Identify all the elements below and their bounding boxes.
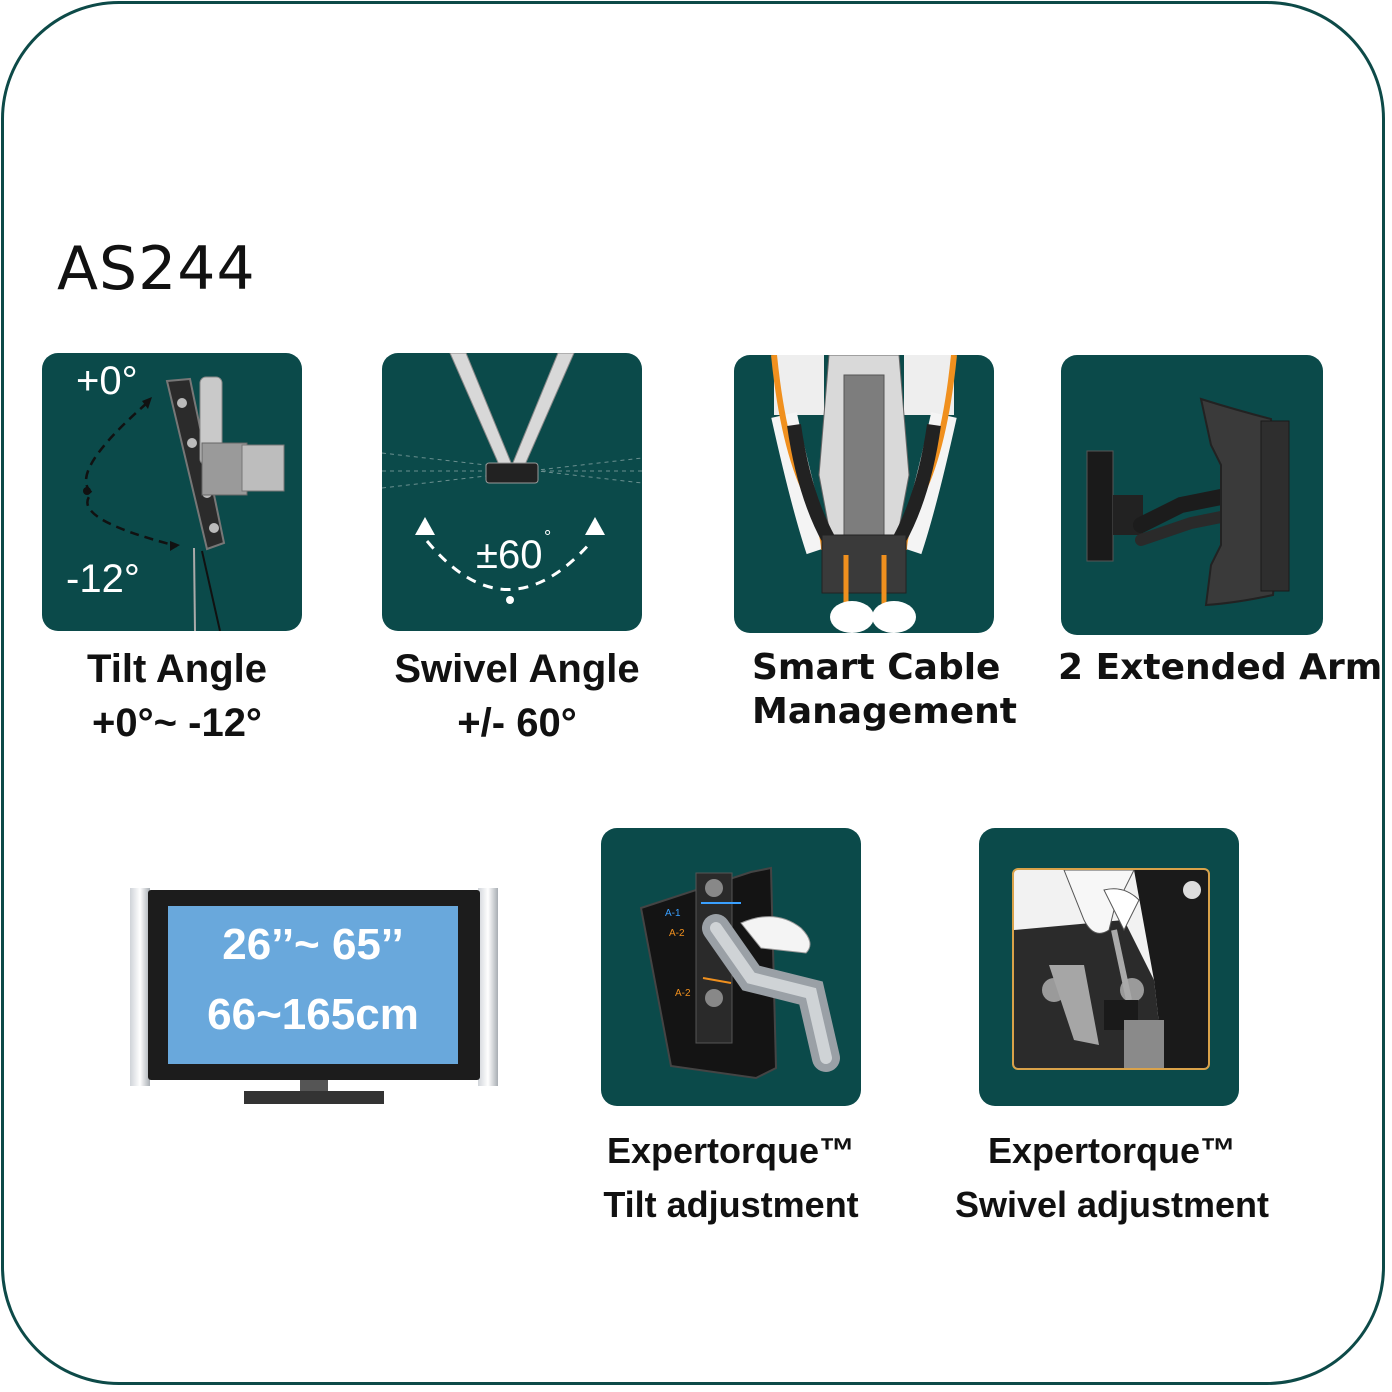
photo-frame — [1012, 868, 1210, 1070]
tilt-caption-line1: Tilt Angle — [87, 647, 267, 691]
tilt-adjustment-tile: A-1 A-2 A-2 — [601, 828, 861, 1106]
swivel-caption-line2: +/- 60° — [457, 701, 577, 745]
swivel-adjust-photo — [1014, 870, 1208, 1068]
tv-screen — [168, 906, 458, 1064]
tilt-top-angle: +0° — [76, 359, 138, 403]
arrow-right-icon — [585, 517, 605, 535]
tv-plate — [165, 377, 226, 551]
tilt-caption-line2: +0°~ -12° — [92, 701, 262, 745]
tilt-arc — [84, 402, 178, 548]
swivel-diagram — [382, 353, 642, 604]
swivel-arc — [425, 540, 594, 591]
tag-a2: A-2 — [669, 928, 685, 939]
wall-arm — [241, 444, 285, 492]
tv-icon — [130, 888, 498, 1104]
degree-mark: ° — [544, 527, 552, 547]
tilt-angle-tile: +0° -12° — [42, 353, 302, 631]
swivel-angle-tile: ±60 ° — [382, 353, 642, 631]
hand-left — [830, 601, 874, 633]
swivel-adjust-line2: Swivel adjustment — [954, 1184, 1270, 1225]
tv-stand — [244, 1091, 384, 1104]
cable-caption-line2: Management — [752, 691, 1017, 732]
hand — [740, 916, 811, 954]
tilt-angle-caption: Tilt Angle +0°~ -12° — [42, 642, 312, 750]
tag-a2-lower: A-2 — [675, 988, 691, 999]
pivot-dot — [83, 487, 91, 495]
tilt-adjust-line1: Expertorque™ — [606, 1130, 856, 1171]
hand-right — [872, 601, 916, 633]
arrow-up-icon — [142, 397, 152, 409]
swivel-adjust-caption: Expertorque™ Swivel adjustment — [934, 1124, 1290, 1232]
cable-caption-line1: Smart Cable — [752, 647, 1001, 688]
tv-illustration — [130, 888, 498, 1106]
swivel-angle-caption: Swivel Angle +/- 60° — [372, 642, 662, 750]
tilt-bottom-angle: -12° — [66, 557, 140, 601]
tilt-adjust-diagram — [639, 866, 840, 1080]
arm-diagram — [1086, 397, 1290, 607]
tv-size-inches: 26’’~ 65’’ — [222, 920, 404, 969]
mount-head — [485, 462, 539, 484]
model-number: AS244 — [57, 234, 256, 304]
cable-management-tile — [734, 355, 994, 633]
tilt-adjust-line2: Tilt adjustment — [603, 1184, 859, 1225]
arrow-down-icon — [170, 541, 180, 551]
tilt-adjust-caption: Expertorque™ Tilt adjustment — [581, 1124, 881, 1232]
arm-caption-line1: 2 Extended Arm — [1058, 647, 1383, 688]
cable-caption: Smart Cable Management — [752, 646, 1017, 734]
tv-size-text: 26’’~ 65’’ 66~165cm — [168, 910, 458, 1050]
arm-left — [449, 353, 513, 468]
arm-segment — [1133, 487, 1239, 533]
arm-caption: 2 Extended Arm — [1058, 646, 1383, 690]
arrow-left-icon — [415, 517, 435, 535]
swivel-adjustment-tile — [979, 828, 1239, 1106]
wall-bracket — [1086, 450, 1114, 562]
cable-diagram — [771, 355, 957, 633]
swivel-adjust-line1: Expertorque™ — [987, 1130, 1237, 1171]
tv-size-cm: 66~165cm — [207, 990, 419, 1039]
hand-icon — [1063, 870, 1135, 934]
swivel-angle-value: ±60 — [476, 533, 543, 577]
extended-arm-tile — [1061, 355, 1323, 635]
tag-a1: A-1 — [665, 908, 681, 919]
swivel-caption-line1: Swivel Angle — [394, 647, 640, 691]
tilt-diagram — [83, 376, 285, 631]
arm-right — [511, 353, 575, 468]
